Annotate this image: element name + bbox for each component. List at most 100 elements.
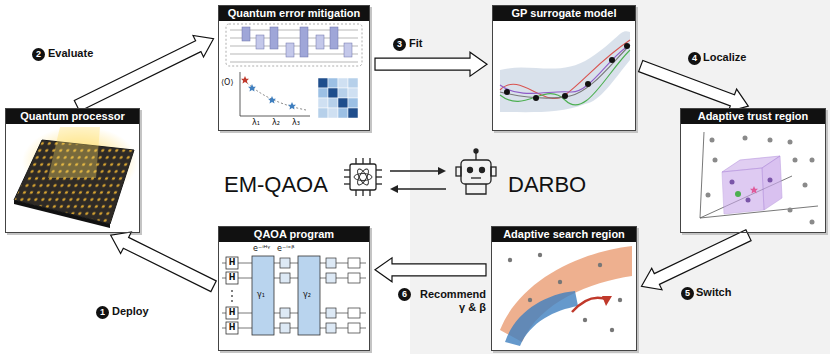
qaoa-circuit-part-part (222, 263, 366, 264)
processor-chip (14, 126, 138, 228)
qaoa-circuit-part-part (231, 290, 233, 292)
trust-region-sketch-part (730, 178, 773, 203)
search-region-sketch-part (505, 291, 578, 346)
exchange-arrows (390, 167, 446, 193)
search-region-sketch-part-part (583, 318, 587, 322)
step-number: 6 (398, 288, 411, 301)
mitigation-sketch-part-part (328, 98, 338, 108)
chip-icon-part (355, 158, 356, 164)
search-region-sketch-part-part (610, 328, 614, 332)
robot-icon-part (461, 160, 491, 184)
mitigation-sketch-part-part (300, 27, 308, 57)
edge-label: Localize (703, 51, 746, 64)
edge-label: Fit (409, 37, 422, 50)
math-symbol: γ₂ (303, 290, 311, 300)
mitigation-sketch-part-part (348, 108, 358, 118)
mitigation-sketch-part (318, 78, 358, 118)
chip-icon (344, 158, 382, 196)
chip-icon-part (376, 183, 382, 184)
mitigation-sketch-part-part (338, 98, 348, 108)
trust-region-sketch-part (700, 132, 818, 218)
mitigation-sketch-part (240, 72, 310, 116)
panel-header: Adaptive trust region (681, 109, 825, 124)
mitigation-sketch-part-part (256, 35, 264, 49)
trust-region-sketch-part-part (810, 158, 815, 163)
trust-region-sketch-part-part (700, 132, 704, 218)
box-fills-part (492, 5, 636, 131)
math-symbol: e⁻ⁱˣᵝ (277, 244, 294, 254)
block-arrow (111, 232, 217, 292)
processor-chip-part (48, 127, 100, 178)
edge-label: Switch (696, 286, 731, 299)
gp-sketch-part-part (609, 57, 615, 63)
search-region-sketch-part-part (528, 298, 532, 302)
panel-header: GP surrogate model (493, 6, 635, 21)
mitigation-sketch-part (226, 24, 362, 66)
math-symbol: λ₁ (252, 118, 260, 128)
mitigation-sketch-part-part (328, 108, 338, 118)
panel-box: Quantum processor (5, 108, 140, 233)
mitigation-sketch-part-part (328, 88, 338, 98)
qaoa-circuit-part (280, 258, 336, 333)
gp-sketch-part-part (504, 89, 510, 95)
qaoa-circuit-part-part (231, 300, 233, 302)
search-region-sketch-part-part (558, 280, 562, 284)
qaoa-circuit-part-part (326, 258, 336, 268)
robot-icon-part (456, 167, 461, 176)
trust-region-sketch-part-part (810, 220, 815, 225)
trust-region-sketch-part-part (713, 158, 718, 163)
trust-region-sketch-part-part (788, 140, 793, 145)
edge-label: Evaluate (48, 47, 93, 60)
qaoa-circuit (222, 256, 366, 335)
box-fills-part (218, 226, 370, 351)
gate-label: H (226, 272, 238, 284)
block-arrow (375, 258, 486, 282)
processor-chip-part (14, 200, 110, 228)
mitigation-sketch-part-part (348, 78, 358, 88)
qaoa-circuit-part-part (280, 308, 290, 318)
robot-icon-part (480, 168, 485, 173)
qaoa-circuit-part (231, 290, 233, 302)
qaoa-circuit-part-part (231, 295, 233, 297)
gp-sketch-part-part (562, 93, 568, 99)
step-number: 2 (32, 48, 45, 61)
chip-icon-part (355, 167, 370, 186)
mitigation-sketch-part-part (286, 43, 294, 57)
math-symbol: ⟨O⟩ (221, 78, 234, 88)
trust-region-sketch-part-part (803, 183, 808, 188)
mitigation-sketch-part (244, 80, 306, 110)
block-arrow (375, 52, 487, 76)
qaoa-circuit-part-part (226, 307, 238, 319)
gp-sketch-part (500, 40, 630, 105)
qaoa-circuit-part (348, 258, 360, 333)
qaoa-circuit-part-part (222, 278, 366, 279)
trust-region-sketch-part-part (793, 158, 798, 163)
chip-icon-part (369, 190, 370, 196)
trust-region-sketch-part-part (788, 208, 793, 213)
mitigation-sketch-part-part (318, 108, 328, 118)
search-region-sketch-part-part (618, 298, 622, 302)
chip-icon-part (344, 183, 350, 184)
robot-icon-part (491, 167, 496, 176)
robot-icon (456, 149, 496, 194)
search-region-sketch-part (508, 253, 622, 332)
robot-icon-part (466, 184, 486, 194)
exchange-arrows-part (390, 170, 440, 171)
gp-sketch-part-part (500, 45, 630, 98)
panel-header: Quantum processor (6, 109, 139, 124)
mitigation-sketch-part-part (328, 78, 338, 88)
mitigation-sketch-part (288, 102, 296, 110)
box-fills-part (218, 5, 370, 131)
box-fills (5, 5, 828, 353)
step-number: 1 (96, 306, 109, 319)
search-region-sketch-part (602, 296, 612, 306)
mitigation-sketch-part-part (344, 43, 352, 57)
group-title: EM-QAOA (224, 172, 328, 198)
exchange-arrows-part (396, 188, 446, 189)
chip-icon-part (344, 176, 350, 177)
gp-sketch-part-part (533, 95, 539, 101)
exchange-arrows-part (390, 185, 398, 193)
panel-header: Quantum error mitigation (219, 6, 369, 21)
